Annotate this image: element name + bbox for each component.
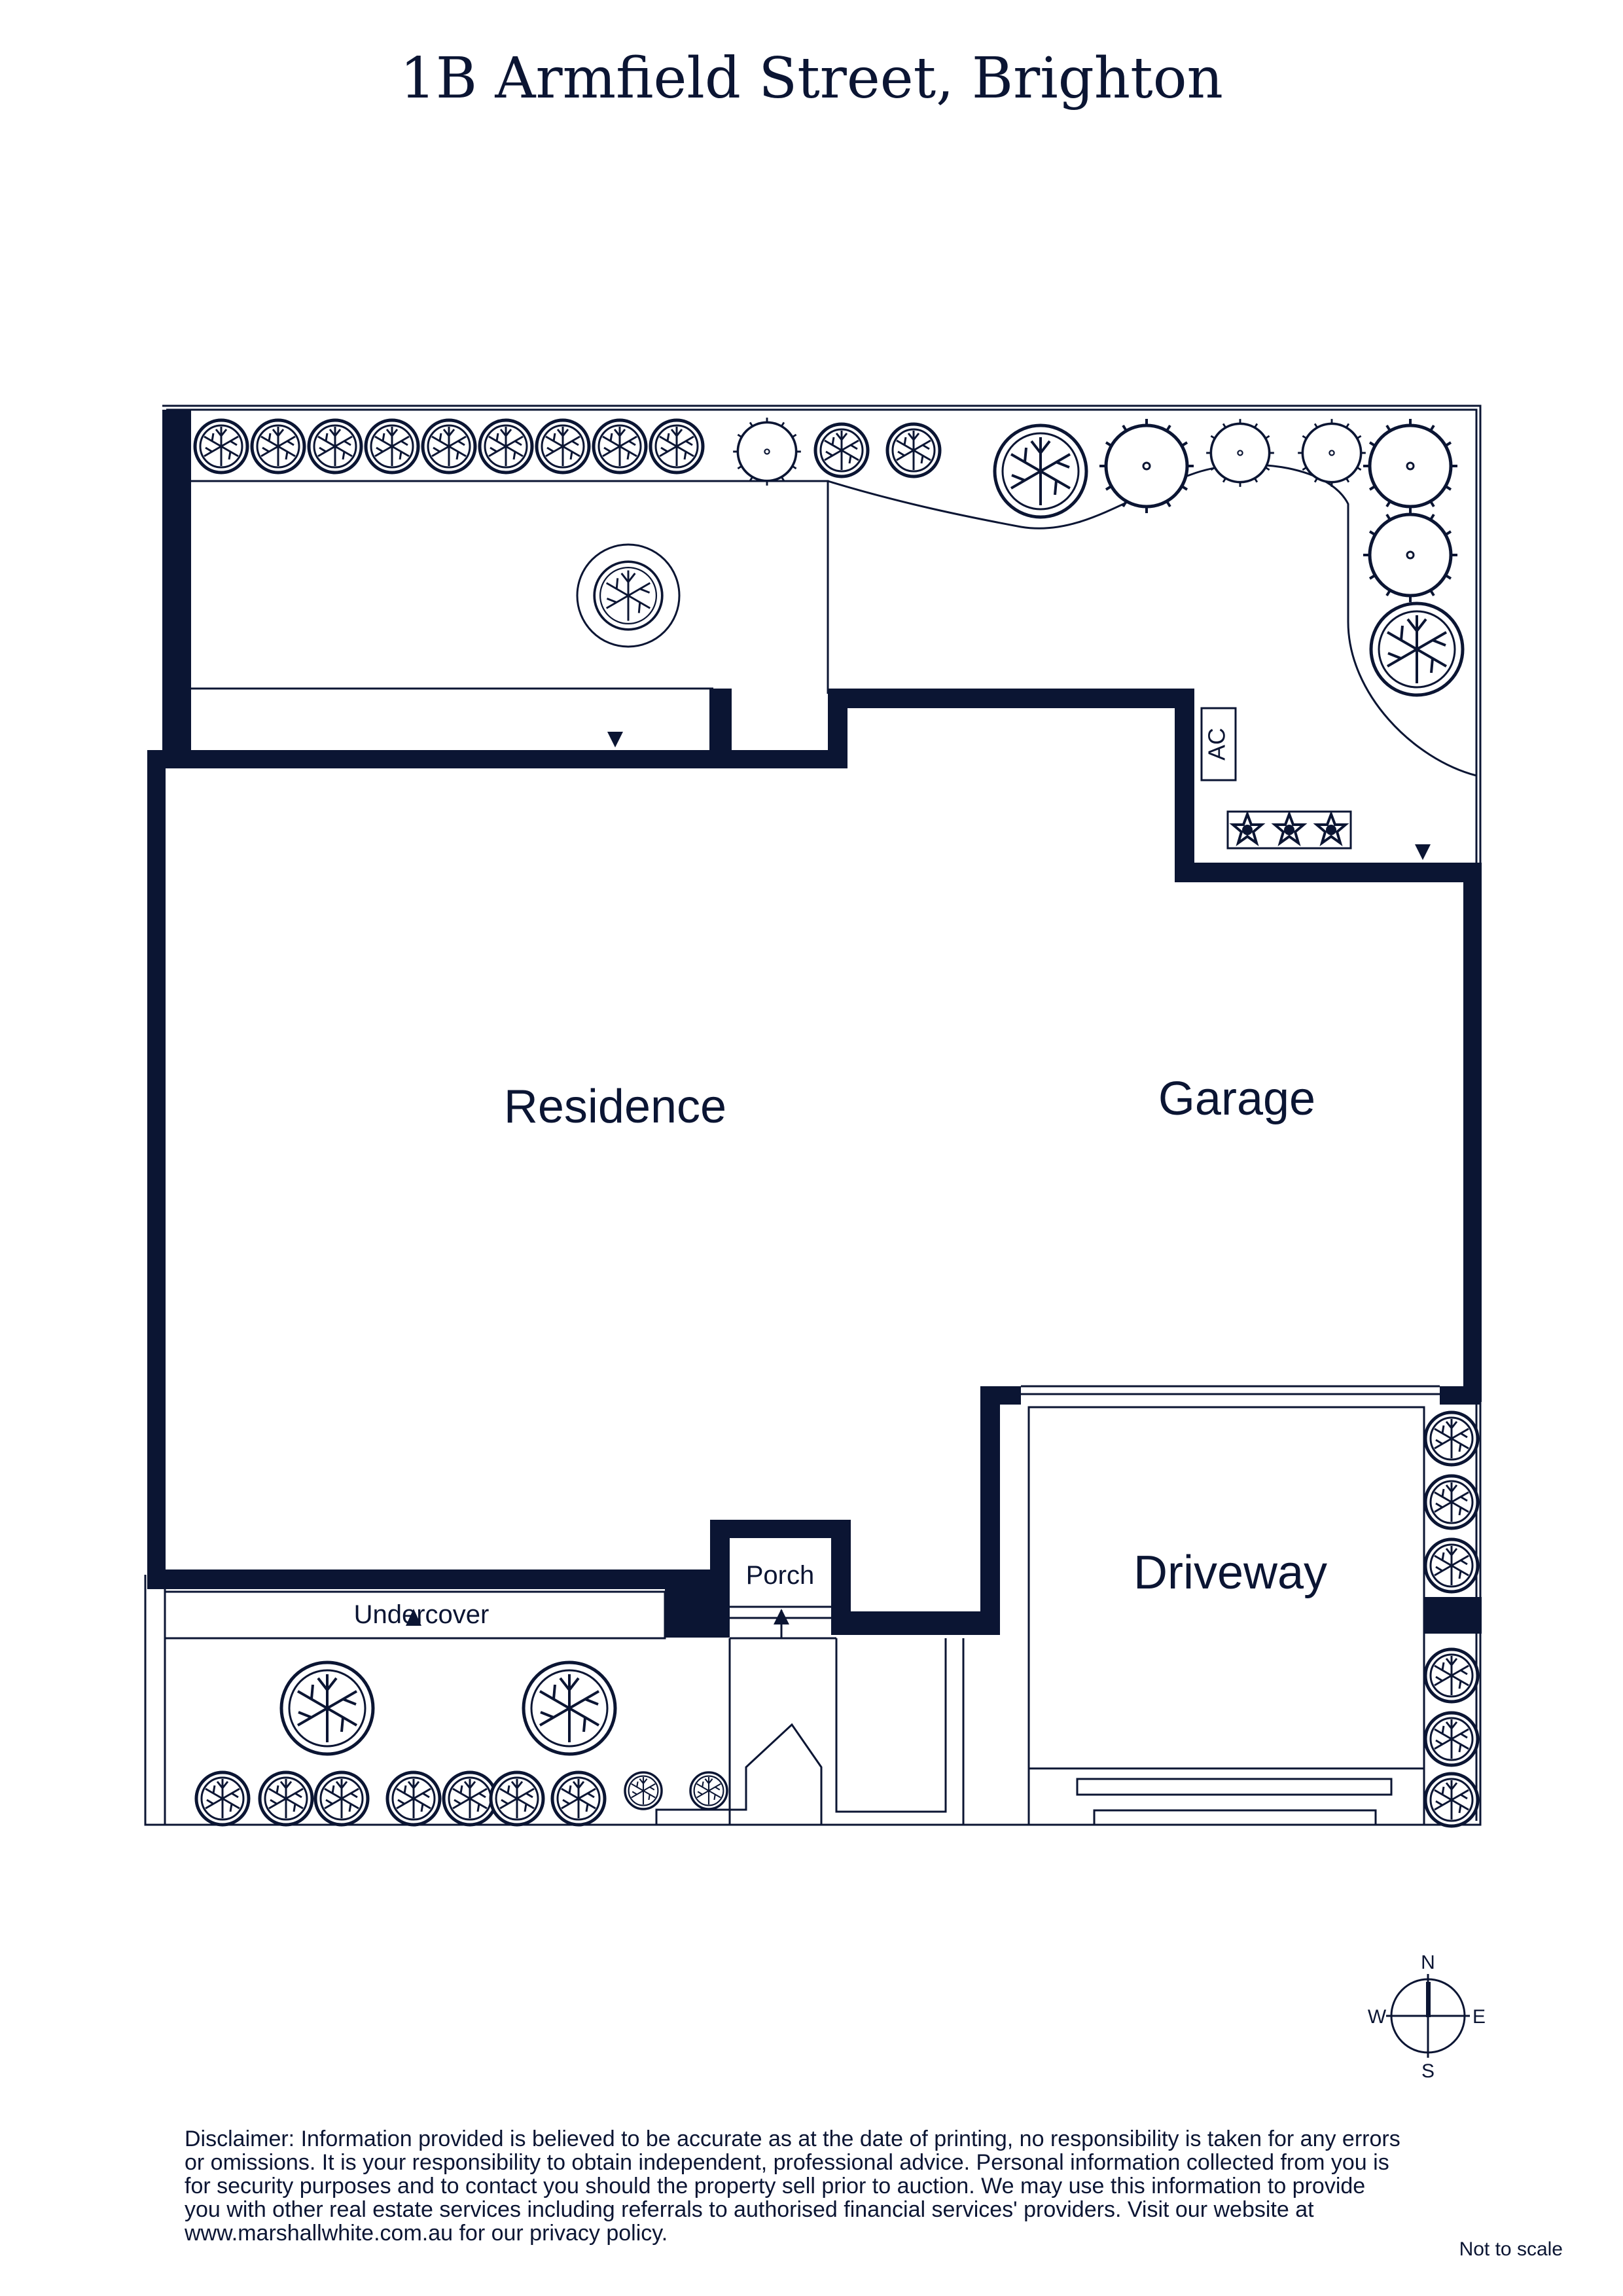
compass-e: E — [1472, 2006, 1486, 2028]
scale-note: Not to scale — [1459, 2238, 1563, 2260]
disclaimer-text: Disclaimer: Information provided is beli… — [185, 2126, 1400, 2246]
compass-s: S — [1421, 2060, 1435, 2081]
north-needle-icon — [1426, 1982, 1431, 2017]
south-hedge-icons — [196, 1772, 728, 1825]
compass-rose: N S W E — [1368, 1952, 1486, 2081]
compass-n: N — [1421, 1952, 1435, 1973]
undercover-label: Undercover — [354, 1600, 490, 1629]
north-hedge-icons — [195, 420, 940, 476]
residence-label: Residence — [504, 1081, 726, 1133]
garage-label: Garage — [1158, 1073, 1315, 1125]
porch-label: Porch — [746, 1561, 815, 1590]
driveway-label: Driveway — [1133, 1547, 1327, 1599]
page-title: 1B Armfield Street, Brighton — [400, 46, 1223, 111]
ac-unit: AC — [1200, 707, 1237, 781]
compass-w: W — [1368, 2006, 1387, 2028]
flower-box — [1226, 810, 1352, 850]
building-walls — [147, 410, 1482, 1638]
north-garden — [191, 463, 1477, 777]
south-garden — [164, 1575, 965, 1825]
driveway-area — [1021, 1385, 1440, 1826]
ac-label: AC — [1204, 728, 1230, 761]
